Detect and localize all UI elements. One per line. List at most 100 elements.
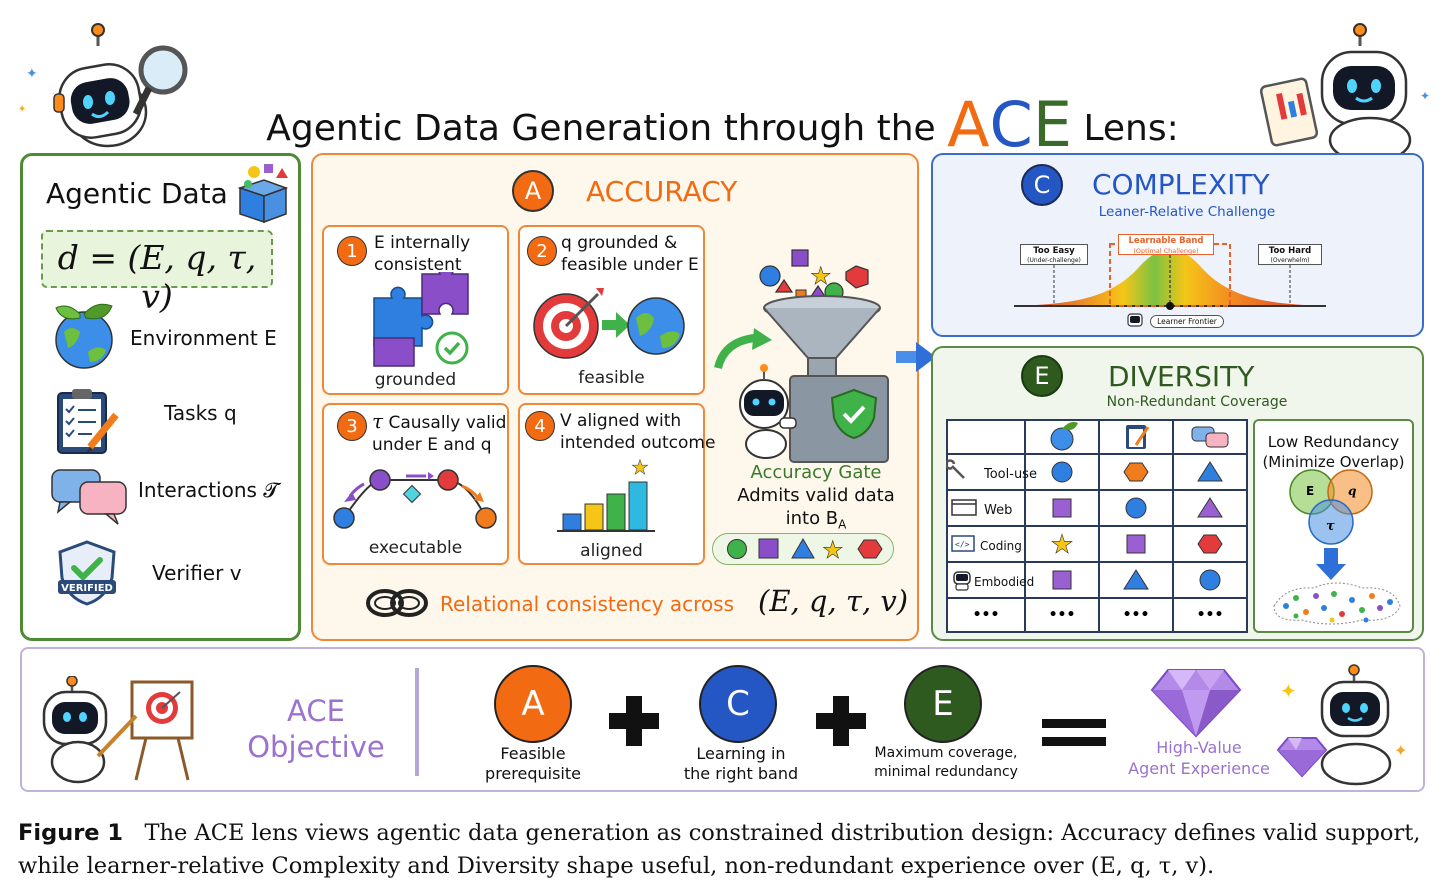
objective-c-circle: C <box>699 665 777 743</box>
card-3-caption: executable <box>368 538 463 558</box>
row-label: Embodied <box>974 575 1034 589</box>
relational-text: Relational consistency across <box>440 592 735 616</box>
objective-label-ace: ACE <box>287 694 345 728</box>
accuracy-gate-line1: Admits valid data <box>737 485 895 506</box>
shape-dots: ••• <box>1123 607 1150 623</box>
title-letter-a: A <box>947 88 990 161</box>
accuracy-gate-line2: into BA <box>785 508 847 532</box>
row-label: Coding <box>980 539 1022 553</box>
complexity-title: COMPLEXITY <box>1092 168 1270 201</box>
learner-frontier-label: Learner Frontier <box>1150 315 1224 328</box>
equals-icon-lower <box>1042 737 1106 746</box>
code-icon-glyph: </> <box>955 540 970 549</box>
too-hard-box: Too Hard (Overwhelm) <box>1258 244 1322 265</box>
robot-magnifier-icon: ✦ ✦ <box>18 23 188 148</box>
svg-text:✦: ✦ <box>26 66 38 82</box>
verified-shield-icon: VERIFIED <box>58 540 116 606</box>
complexity-subtitle: Leaner-Relative Challenge <box>1098 204 1276 220</box>
header-pencil-icon <box>1134 426 1150 446</box>
shape-square <box>1052 498 1072 518</box>
low-redundancy-title: Low Redundancy <box>1267 433 1400 451</box>
caption-label: Figure 1 <box>18 820 124 846</box>
svg-text:★: ★ <box>631 455 649 479</box>
figure-caption: Figure 1 The ACE lens views agentic data… <box>18 817 1438 883</box>
venn-diagram: E q τ <box>1273 469 1401 625</box>
shape-circle <box>1199 569 1221 591</box>
card-1-caption: grounded <box>374 370 457 390</box>
web-icon <box>951 499 977 516</box>
verified-badge-text: VERIFIED <box>61 583 113 594</box>
clipboard-icon <box>57 389 119 454</box>
data-box-icon <box>237 164 289 224</box>
venn-tau: τ <box>1326 519 1335 534</box>
shape-dots: ••• <box>1197 607 1224 623</box>
causal-path-icon <box>333 469 497 529</box>
code-icon <box>951 535 975 552</box>
card-1-number: 1 <box>337 236 367 266</box>
objective-a-circle: A <box>494 665 572 743</box>
low-redundancy-subtitle: (Minimize Overlap) <box>1262 453 1405 471</box>
relational-math: (E, q, τ, v) <box>758 584 909 618</box>
embodied-icon-body <box>955 583 969 591</box>
diversity-subtitle: Non-Redundant Coverage <box>1106 394 1288 410</box>
card-3-number: 3 <box>337 411 367 441</box>
svg-text:★: ★ <box>822 536 844 562</box>
diversity-grid: Tool-useWeb</>Coding★Embodied•••••••••••… <box>946 419 1248 633</box>
card-2-number: 2 <box>527 236 557 266</box>
bar-growth-icon: ★ <box>557 455 655 532</box>
objective-divider <box>415 668 419 776</box>
shape-triangle <box>1123 569 1149 590</box>
embodied-icon-face <box>956 574 968 581</box>
row-label: Tool-use <box>983 467 1037 482</box>
diversity-title: DIVERSITY <box>1108 360 1255 393</box>
too-easy-box: Too Easy (Under-challenge) <box>1020 244 1088 265</box>
accuracy-title: ACCURACY <box>586 175 738 208</box>
earth-leaf-icon <box>55 303 113 369</box>
arrow-right-icon <box>896 342 936 372</box>
formula-box: d = (E, q, τ, v) <box>41 230 273 316</box>
title-prefix: Agentic Data Generation through the <box>266 108 936 149</box>
accuracy-gate-title: Accuracy Gate <box>750 462 882 483</box>
wrench-icon <box>946 459 965 479</box>
card-4-caption: aligned <box>580 541 643 561</box>
card-4-number: 4 <box>525 411 555 441</box>
accuracy-badge: A <box>512 170 554 212</box>
title-letter-c: C <box>989 88 1033 161</box>
valid-shapes-icon: ★ <box>727 536 883 562</box>
svg-text:★: ★ <box>810 262 832 290</box>
infinity-links-icon <box>366 589 428 617</box>
caption-text: The ACE lens views agentic data generati… <box>18 820 1421 879</box>
shape-hexagon <box>1197 534 1223 554</box>
tasks-label: Tasks q <box>164 401 237 425</box>
page-title: Agentic Data Generation through the ACE … <box>0 88 1445 161</box>
objective-label-objective: Objective <box>247 730 385 764</box>
svg-text:✦: ✦ <box>1420 89 1430 103</box>
formula-text: d = (E, q, τ, v) <box>57 238 257 316</box>
row-label-more: ••• <box>973 607 1000 623</box>
environment-label: Environment E <box>130 326 277 350</box>
gem-icon <box>1150 669 1242 738</box>
diversity-badge: E <box>1021 355 1063 397</box>
learnable-band-box: Learnable Band (Optimal Challenge) <box>1118 234 1214 255</box>
robot-clipboard-icon: ✦ <box>1260 23 1430 157</box>
objective-e-text: Maximum coverage,minimal redundancy <box>874 745 1018 780</box>
shape-dots: ••• <box>1049 607 1076 623</box>
venn-q: q <box>1348 484 1356 498</box>
shape-triangle <box>1197 461 1223 482</box>
plus-icon-2-vertical <box>833 696 849 746</box>
title-suffix: Lens: <box>1083 108 1179 149</box>
header-leaf-icon <box>1062 421 1078 431</box>
accuracy-gate-funnel-icon: ★ <box>714 249 889 463</box>
robot-gem-icon: ✦ ✦ <box>1276 664 1407 786</box>
verifier-label: Verifier v <box>152 561 242 585</box>
shape-circle <box>1051 461 1073 483</box>
chat-bubbles-icon <box>51 469 127 525</box>
shape-circle <box>1125 497 1147 519</box>
svg-text:✦: ✦ <box>1280 679 1297 703</box>
venn-e: E <box>1306 484 1314 498</box>
header-chat-icon-2 <box>1205 432 1229 448</box>
